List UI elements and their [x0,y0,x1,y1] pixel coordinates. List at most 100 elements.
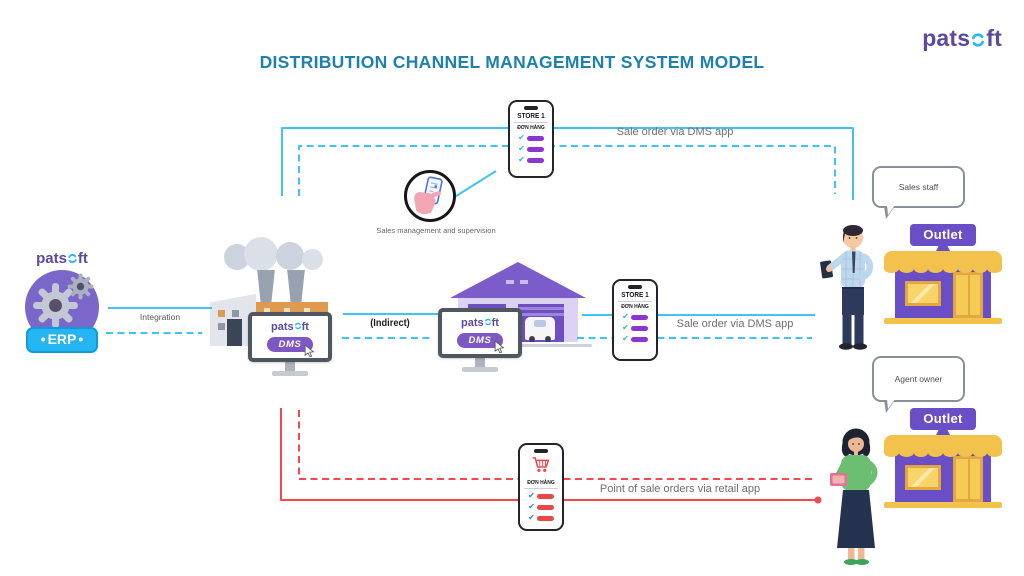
monitor-stand [475,358,485,367]
divider [618,301,652,302]
order-line-item: ✔ [618,324,652,332]
logo-text-post: ft [77,250,88,267]
arrow-supervision [452,170,497,199]
factory-door [227,319,242,346]
monitor-base [462,367,498,372]
order-bar [536,493,554,499]
phone-store-title: STORE 1 [621,292,649,299]
phone-dms-top: STORE 1 ĐƠN HÀNG ✔ ✔ ✔ [508,100,554,178]
logo-text-pre: pats [922,25,971,51]
phone-order-label: ĐƠN HÀNG [621,304,649,310]
monitor-stand [285,362,295,371]
check-icon: ✔ [528,502,535,511]
check-icon: ✔ [528,491,535,500]
divider [514,122,548,123]
label-indirect: (Indirect) [370,317,410,329]
delivery-truck [525,317,555,342]
order-bar [630,314,648,320]
order-bar [630,325,648,331]
order-bar [630,336,648,342]
gear-icon [67,273,94,300]
outlet-door [953,456,983,502]
check-icon: ✔ [622,323,629,332]
outlet-window [905,465,941,490]
order-line-item: ✔ [514,134,548,142]
patsoft-swirl-icon [484,318,492,326]
outlet-store-top: Outlet [884,224,1002,324]
order-line-item: ✔ [514,156,548,164]
phone-order-label: ĐƠN HÀNG [527,480,555,486]
order-bar [526,157,544,163]
agent-owner-bubble: Agent owner [872,356,965,413]
smoke-cloud [244,237,278,271]
order-line-item: ✔ [524,514,558,522]
label-sale-order-middle: Sale order via DMS app [676,318,794,330]
order-bar [526,135,544,141]
phone-dms-middle: STORE 1 ĐƠN HÀNG ✔ ✔ ✔ [612,279,658,361]
hand-holding-phone-icon [414,176,443,214]
bubble-text: Sales staff [898,182,939,192]
phone-notch [534,449,548,453]
arrow-sale-order-top-solid [281,127,854,200]
arrow-sale-order-top-dashed [298,145,836,196]
outlet-door [953,272,983,318]
phone-notch [628,285,642,289]
factory-chimney [257,270,275,304]
cursor-icon [304,345,315,357]
logo-text-pre: pats [36,250,67,267]
order-bar [526,146,544,152]
erp-badge-label: ERP [41,331,84,347]
order-line-item: ✔ [618,335,652,343]
label-pos-retail: Point of sale orders via retail app [599,483,761,495]
warehouse-bay-truck [518,304,564,342]
order-bar [536,504,554,510]
smoke-cloud [276,242,304,270]
phone-store-title: STORE 1 [517,113,545,120]
phone-order-label: ĐƠN HÀNG [517,125,545,131]
order-line-item: ✔ [524,503,558,511]
page-title: DISTRIBUTION CHANNEL MANAGEMENT SYSTEM M… [259,52,765,72]
label-integration: Integration [139,312,181,322]
order-line-item: ✔ [618,313,652,321]
outlet-window [905,281,941,306]
sales-staff-illustration [820,225,874,350]
monitor-base [272,371,308,376]
outlet-facade [895,450,991,502]
outlet-awning [884,251,1002,273]
check-icon: ✔ [622,312,629,321]
dms-button: DMS [267,337,315,357]
outlet-store-bottom: Outlet [884,408,1002,508]
check-icon: ✔ [518,155,525,164]
label-supervision: Sales management and supervision [376,226,496,235]
outlet-sign: Outlet [910,224,976,246]
patsoft-swirl-icon [67,253,78,264]
check-icon: ✔ [518,133,525,142]
order-bar [536,515,554,521]
phone-notch [524,106,538,110]
factory-chimney [287,270,305,304]
sales-staff-bubble: Sales staff [872,166,965,219]
outlet-facade [895,266,991,318]
cart-icon [524,456,558,478]
check-icon: ✔ [622,334,629,343]
label-sale-order-top: Sale order via DMS app [616,126,734,138]
check-icon: ✔ [518,144,525,153]
order-line-item: ✔ [514,145,548,153]
erp-badge: ERP [26,327,98,353]
dms-button: DMS [457,333,505,353]
supervision-hand-phone-icon [404,170,456,222]
cursor-icon [494,341,505,353]
patsoft-swirl-icon [294,322,302,330]
outlet-awning [884,435,1002,457]
phone-retail-bottom: ĐƠN HÀNG ✔ ✔ ✔ [518,443,564,531]
agent-owner-illustration [830,428,878,565]
order-line-item: ✔ [524,492,558,500]
